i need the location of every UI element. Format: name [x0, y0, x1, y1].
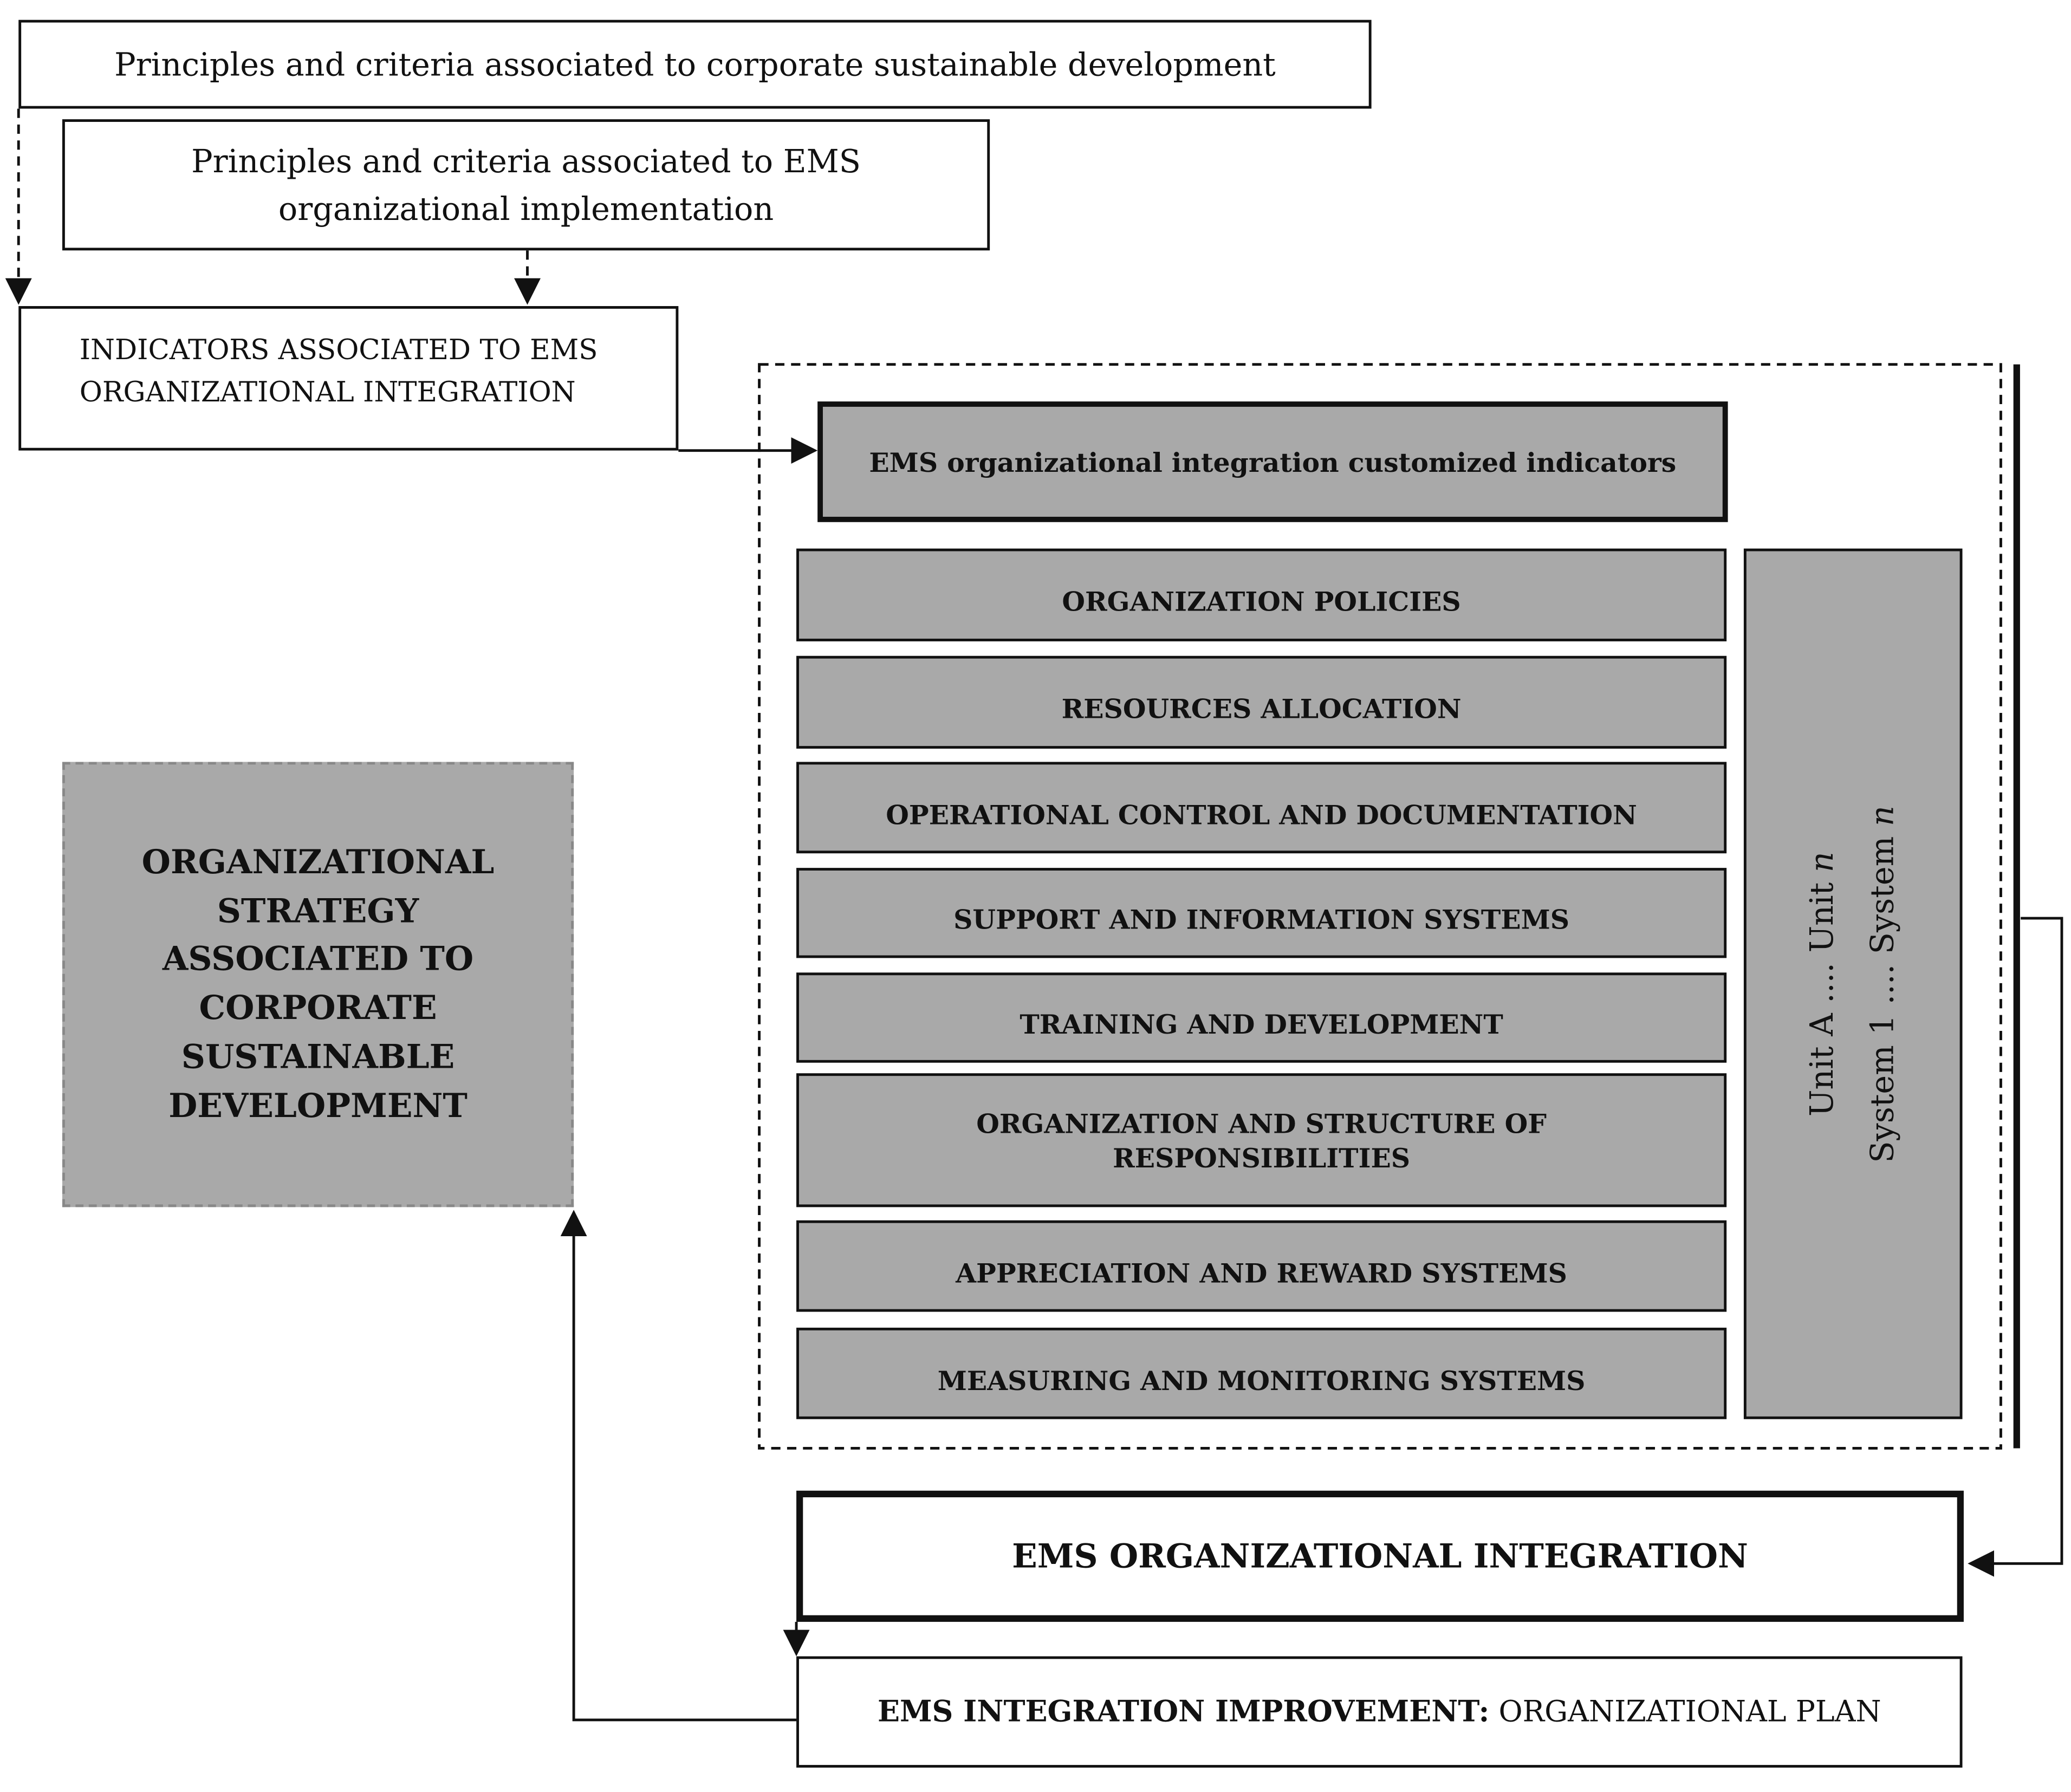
- arrow-to-integration: [1968, 917, 2063, 1577]
- systems-n: n: [1864, 805, 1901, 826]
- improvement-bold: EMS INTEGRATION IMPROVEMENT:: [877, 1694, 1490, 1730]
- units-n: n: [1803, 851, 1841, 872]
- indicators-line2: ORGANIZATIONAL INTEGRATION: [79, 375, 576, 408]
- customized-indicators-text: EMS organizational integration customize…: [869, 446, 1677, 478]
- dimension-label: APPRECIATION AND REWARD SYSTEMS: [956, 1257, 1568, 1289]
- strategy-line: DEVELOPMENT: [168, 1086, 468, 1125]
- dimension-label: SUPPORT AND INFORMATION SYSTEMS: [953, 904, 1570, 936]
- strategy-line: ASSOCIATED TO: [162, 939, 474, 978]
- dimension-label: ORGANIZATION POLICIES: [1062, 586, 1461, 618]
- strategy-line: SUSTAINABLE: [181, 1037, 455, 1076]
- indicators-box: INDICATORS ASSOCIATED TO EMS ORGANIZATIO…: [18, 306, 679, 451]
- customized-indicators-box: EMS organizational integration customize…: [817, 401, 1728, 522]
- corporate-principles-box: Principles and criteria associated to co…: [18, 20, 1372, 109]
- strategy-box: ORGANIZATIONAL STRATEGY ASSOCIATED TO CO…: [62, 762, 574, 1207]
- dimension-row: TRAINING AND DEVELOPMENT: [796, 972, 1727, 1063]
- improvement-box: EMS INTEGRATION IMPROVEMENT: ORGANIZATIO…: [796, 1656, 1963, 1768]
- dimension-label: RESOURCES ALLOCATION: [1061, 693, 1462, 725]
- dimension-row: MEASURING AND MONITORING SYSTEMS: [796, 1327, 1727, 1419]
- dashed-container: [758, 363, 2002, 1450]
- dimension-label: TRAINING AND DEVELOPMENT: [1020, 1008, 1503, 1041]
- ems-principles-box: Principles and criteria associated to EM…: [62, 119, 990, 251]
- strategy-line: STRATEGY: [217, 891, 419, 930]
- dimension-row: SUPPORT AND INFORMATION SYSTEMS: [796, 868, 1727, 958]
- units-systems-box: Unit A .... Unit n System 1 .... System …: [1743, 548, 1963, 1419]
- corporate-principles-text: Principles and criteria associated to co…: [114, 46, 1276, 83]
- systems-range: System 1 .... System n: [1853, 805, 1914, 1163]
- units-systems-text: Unit A .... Unit n System 1 .... System …: [1793, 805, 1913, 1163]
- arrow-to-strategy: [560, 1210, 797, 1722]
- ems-principles-line1: Principles and criteria associated to EM…: [191, 142, 861, 180]
- dimension-label: ORGANIZATION AND STRUCTURE OF RESPONSIBI…: [976, 1107, 1547, 1173]
- integration-text: EMS ORGANIZATIONAL INTEGRATION: [1012, 1537, 1748, 1576]
- dimension-label: MEASURING AND MONITORING SYSTEMS: [937, 1364, 1586, 1396]
- units-range: Unit A .... Unit n: [1793, 805, 1853, 1163]
- units-prefix: Unit A .... Unit: [1803, 872, 1841, 1116]
- dimension-label: OPERATIONAL CONTROL AND DOCUMENTATION: [886, 798, 1637, 830]
- strategy-line: ORGANIZATIONAL: [141, 842, 495, 881]
- dimension-row: ORGANIZATION POLICIES: [796, 548, 1727, 641]
- dimension-row: RESOURCES ALLOCATION: [796, 655, 1727, 749]
- dimension-row: OPERATIONAL CONTROL AND DOCUMENTATION: [796, 762, 1727, 854]
- strategy-line: CORPORATE: [199, 988, 437, 1027]
- improvement-rest: ORGANIZATIONAL PLAN: [1489, 1696, 1881, 1730]
- dimension-row: ORGANIZATION AND STRUCTURE OF RESPONSIBI…: [796, 1073, 1727, 1207]
- integration-box: EMS ORGANIZATIONAL INTEGRATION: [796, 1490, 1964, 1622]
- indicators-line1: INDICATORS ASSOCIATED TO EMS: [79, 334, 598, 366]
- dimension-row: APPRECIATION AND REWARD SYSTEMS: [796, 1220, 1727, 1312]
- ems-principles-line2: organizational implementation: [278, 190, 774, 228]
- systems-prefix: System 1 .... System: [1864, 826, 1901, 1163]
